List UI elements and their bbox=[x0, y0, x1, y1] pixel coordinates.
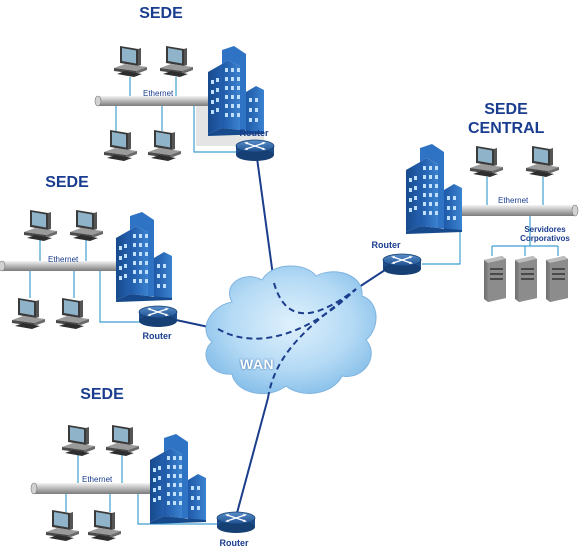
site-title-central-line2: CENTRAL bbox=[468, 120, 545, 137]
router-icon bbox=[216, 511, 256, 534]
cloud-icon bbox=[205, 265, 377, 395]
ethernet-bus bbox=[458, 205, 575, 216]
servers-label-line2: Corporativos bbox=[520, 234, 570, 243]
workstation-icon bbox=[114, 46, 147, 77]
site-title-bottom: SEDE bbox=[80, 386, 124, 403]
ethernet-bus bbox=[98, 96, 222, 106]
link-bottom bbox=[236, 397, 269, 514]
path-bottom-central bbox=[267, 288, 357, 399]
router-icon bbox=[138, 305, 178, 328]
site-top bbox=[94, 46, 275, 162]
servers-label-line1: Servidores bbox=[524, 225, 566, 234]
workstation-icon bbox=[56, 298, 89, 329]
server-icon bbox=[484, 256, 506, 302]
ethernet-label-middle: Ethernet bbox=[48, 255, 79, 264]
server-icon bbox=[546, 256, 568, 302]
servers-label: Servidores Corporativos bbox=[515, 225, 575, 243]
workstation-icon bbox=[470, 146, 503, 177]
wan-links bbox=[175, 157, 386, 514]
path-top-central bbox=[273, 282, 357, 315]
workstation-icon bbox=[46, 510, 79, 541]
router-icon bbox=[382, 253, 422, 276]
wan-internal-paths bbox=[217, 282, 357, 399]
site-central bbox=[382, 144, 579, 302]
site-title-central-line1: SEDE bbox=[484, 101, 528, 118]
ethernet-label-bottom: Ethernet bbox=[82, 475, 113, 484]
building-icon bbox=[116, 212, 172, 302]
site-title-top: SEDE bbox=[139, 5, 183, 22]
site-middle bbox=[0, 210, 178, 329]
ethernet-bus bbox=[2, 261, 128, 271]
workstation-icon bbox=[104, 130, 137, 161]
router-label-bottom: Router bbox=[219, 538, 249, 548]
router-label-top: Router bbox=[239, 128, 269, 138]
workstation-icon bbox=[148, 130, 181, 161]
ethernet-label-central: Ethernet bbox=[498, 196, 529, 205]
building-icon bbox=[150, 434, 206, 524]
workstation-icon bbox=[88, 510, 121, 541]
workstation-icon bbox=[12, 298, 45, 329]
site-bottom bbox=[30, 425, 256, 541]
server-icon bbox=[515, 256, 537, 302]
ethernet-bus bbox=[34, 483, 158, 494]
router-icon bbox=[235, 139, 275, 162]
workstation-icon bbox=[160, 46, 193, 77]
wan-label: WAN bbox=[240, 356, 275, 372]
workstation-icon bbox=[106, 425, 139, 456]
building-icon bbox=[406, 144, 462, 234]
router-label-middle: Router bbox=[142, 331, 172, 341]
site-title-middle: SEDE bbox=[45, 174, 89, 191]
site-title-central: SEDE CENTRAL bbox=[468, 100, 544, 138]
wan-cloud bbox=[205, 265, 377, 395]
link-top bbox=[256, 157, 275, 284]
building-icon bbox=[208, 46, 264, 136]
router-label-central: Router bbox=[371, 240, 401, 250]
workstation-icon bbox=[526, 146, 559, 177]
workstation-icon bbox=[70, 210, 103, 241]
workstation-icon bbox=[24, 210, 57, 241]
workstation-icon bbox=[62, 425, 95, 456]
ethernet-label-top: Ethernet bbox=[143, 89, 174, 98]
